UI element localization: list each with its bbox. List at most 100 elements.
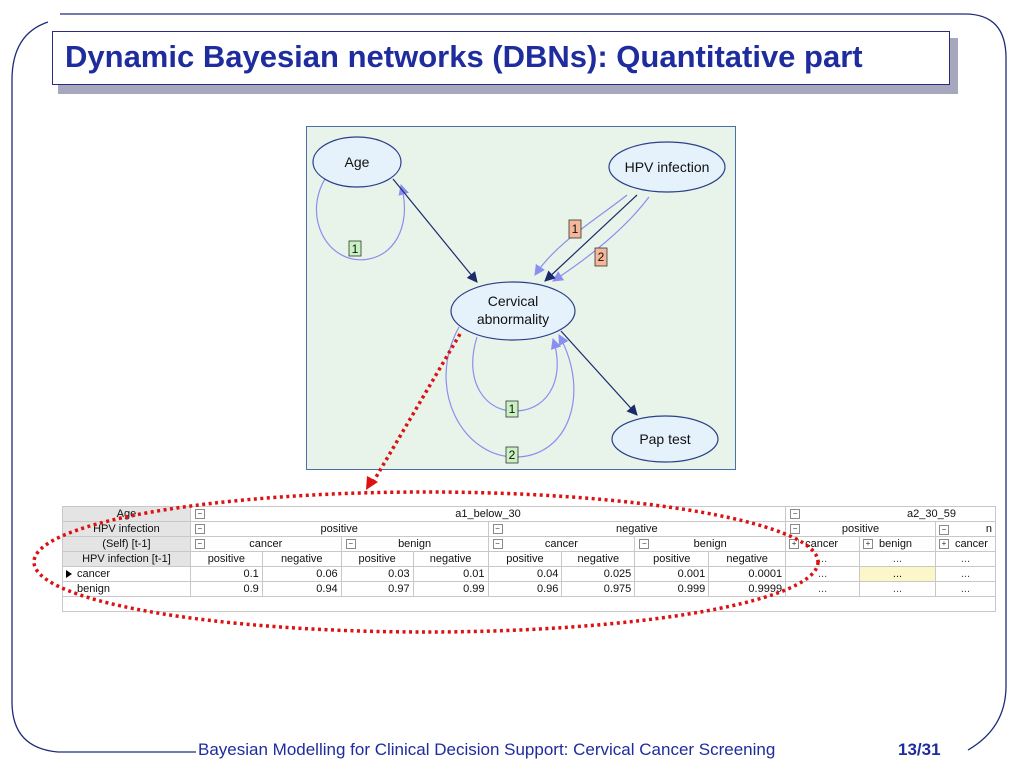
cpt-collapsed-cell[interactable]: ... — [785, 566, 861, 582]
cpt-collapsed-cell[interactable]: ... — [785, 581, 861, 597]
expand-icon[interactable]: + — [789, 539, 800, 550]
cpt-value-cell[interactable]: 0.03 — [340, 566, 414, 582]
cpt-self-group[interactable]: − cancer — [189, 536, 342, 552]
collapse-icon[interactable]: − — [194, 539, 205, 549]
cpt-self-group[interactable]: − benign — [340, 536, 489, 552]
cpt-row-label[interactable]: benign — [62, 581, 191, 597]
age-group-label: a2_30_59 — [907, 508, 956, 520]
cpt-hpv-lag-value: negative — [261, 551, 342, 567]
node-cervical-abnormality[interactable]: Cervical abnormality — [450, 281, 576, 341]
arc-cervical-self-1 — [472, 336, 562, 412]
cpt-row-benign[interactable]: benign 0.9 0.94 0.97 0.99 0.96 0.975 0.9… — [62, 581, 996, 597]
cpt-value-cell[interactable]: 0.96 — [487, 581, 563, 597]
collapse-icon[interactable]: − — [492, 539, 503, 549]
cpt-header-hpv: HPV infection — [62, 521, 191, 537]
cpt-collapsed-cell[interactable]: ... — [934, 581, 996, 597]
hpv-group-label: n — [985, 523, 992, 535]
cpt-value-cell[interactable]: 0.01 — [412, 566, 489, 582]
cpt-age-group-a1[interactable]: − a1_below_30 — [189, 506, 787, 522]
frame-outline — [60, 13, 1007, 751]
cpt-row-hpv-lag: HPV infection [t-1] positive negative po… — [62, 551, 996, 567]
cpt-self-group[interactable]: − cancer — [487, 536, 636, 552]
arc-age-to-cervical — [392, 178, 478, 283]
cpt-row-age: Age − a1_below_30 − a2_30_59 — [62, 506, 996, 522]
arc-age-self — [315, 172, 409, 261]
cpt-hpv-lag-value: positive — [340, 551, 414, 567]
row-label-text: cancer — [77, 568, 111, 580]
arc-hpv-to-cervical-lag2 — [552, 196, 650, 282]
title-box: Dynamic Bayesian networks (DBNs): Quanti… — [52, 31, 950, 85]
cpt-header-self: (Self) [t-1] — [62, 536, 191, 552]
arc-cervical-to-pap — [560, 330, 638, 416]
cpt-value-cell[interactable]: 0.9 — [189, 581, 263, 597]
cpt-hpv-group[interactable]: − negative — [487, 521, 787, 537]
cpt-selected-cell[interactable]: ... — [859, 566, 936, 582]
cpt-value-cell[interactable]: 0.9999 — [708, 581, 787, 597]
cpt-self-group[interactable]: +cancer — [785, 536, 861, 552]
collapse-icon[interactable]: − — [938, 525, 949, 535]
cpt-row-label[interactable]: cancer — [62, 566, 191, 582]
node-age-label: Age — [345, 154, 370, 170]
expand-icon[interactable]: + — [938, 539, 949, 550]
frame-outline-left — [11, 21, 196, 753]
cpt-self-group[interactable]: − benign — [634, 536, 787, 552]
cpt-value-cell[interactable]: 0.001 — [634, 566, 710, 582]
page-number: 13/31 — [898, 740, 941, 759]
cpt-hpv-lag-value: negative — [412, 551, 489, 567]
cpt-value-cell[interactable]: 0.0001 — [708, 566, 787, 582]
collapse-icon[interactable]: − — [492, 524, 503, 534]
hpv-group-label: positive — [841, 523, 880, 535]
node-hpv-infection[interactable]: HPV infection — [608, 141, 726, 193]
cpt-value-cell[interactable]: 0.04 — [487, 566, 563, 582]
cpt-value-cell[interactable]: 0.06 — [261, 566, 342, 582]
cpt-self-group[interactable]: +benign — [859, 536, 936, 552]
cpt-row-self: (Self) [t-1] − cancer − benign − cancer … — [62, 536, 996, 552]
self-group-label: benign — [693, 538, 727, 550]
cpt-collapsed-cell[interactable]: ... — [934, 566, 996, 582]
cpt-collapsed-cell[interactable]: ... — [785, 551, 861, 567]
node-age[interactable]: Age — [312, 136, 402, 188]
cpt-row-cancer[interactable]: cancer 0.1 0.06 0.03 0.01 0.04 0.025 0.0… — [62, 566, 996, 582]
collapse-icon[interactable]: − — [639, 539, 650, 549]
cpt-hpv-group[interactable]: − positive — [785, 521, 936, 537]
self-group-label: cancer — [954, 538, 988, 550]
hpv-group-label: positive — [320, 523, 358, 535]
cpt-hpv-lag-value: positive — [189, 551, 263, 567]
cpt-value-cell[interactable]: 0.94 — [261, 581, 342, 597]
cpt-collapsed-cell[interactable]: ... — [934, 551, 996, 567]
collapse-icon[interactable]: − — [790, 509, 801, 519]
node-pap-test[interactable]: Pap test — [611, 415, 719, 463]
cpt-hpv-group[interactable]: − positive — [189, 521, 489, 537]
lag-box-age-self: 1 — [348, 240, 362, 257]
cpt-value-cell[interactable]: 0.1 — [189, 566, 263, 582]
cpt-collapsed-cell[interactable]: ... — [859, 551, 936, 567]
lag-label-hpv-2: 2 — [598, 250, 605, 264]
cpt-table: Age − a1_below_30 − a2_30_59 HPV infecti… — [62, 506, 996, 612]
cpt-self-group[interactable]: + cancer — [934, 536, 996, 552]
cpt-hpv-group[interactable]: − n — [934, 521, 996, 537]
collapse-icon[interactable]: − — [345, 539, 356, 549]
lag-label-cervical-1: 1 — [509, 402, 516, 416]
dbn-diagram: Age HPV infection Cervical abnormality P… — [306, 126, 736, 470]
cpt-value-cell[interactable]: 0.999 — [634, 581, 710, 597]
cpt-row-hpv: HPV infection − positive − negative − po… — [62, 521, 996, 537]
cpt-value-cell[interactable]: 0.97 — [340, 581, 414, 597]
self-group-label: cancer — [249, 538, 283, 550]
collapse-icon[interactable]: − — [194, 509, 205, 519]
node-pap-label: Pap test — [639, 431, 690, 447]
cpt-age-group-a2[interactable]: − a2_30_59 — [785, 506, 996, 522]
lag-box-hpv-2: 2 — [594, 247, 608, 267]
node-hpv-label: HPV infection — [625, 159, 710, 175]
cpt-collapsed-cell[interactable]: ... — [859, 581, 936, 597]
cpt-header-hpv-lag: HPV infection [t-1] — [62, 551, 191, 567]
self-group-label: cancer — [544, 538, 578, 550]
cpt-value-cell[interactable]: 0.99 — [412, 581, 489, 597]
collapse-icon[interactable]: − — [790, 524, 801, 534]
cpt-hpv-lag-value: negative — [561, 551, 636, 567]
collapse-icon[interactable]: − — [194, 524, 205, 534]
cpt-value-cell[interactable]: 0.025 — [561, 566, 636, 582]
expand-icon[interactable]: + — [863, 539, 874, 550]
cpt-value-cell[interactable]: 0.975 — [561, 581, 636, 597]
lag-box-cervical-self-2: 2 — [505, 446, 519, 464]
